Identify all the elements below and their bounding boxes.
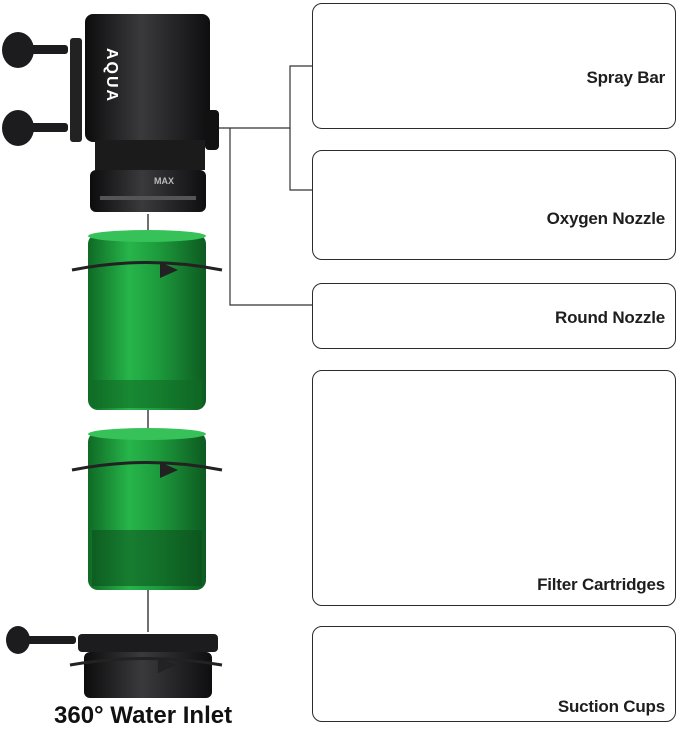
panel-label-spray-bar: Spray Bar [586,68,665,87]
cartridge-middle [71,428,223,590]
panel-label-filter-cartridges: Filter Cartridges [537,575,665,594]
cartridge-top [71,230,223,410]
panel-round-nozzle: Round Nozzle [312,283,676,349]
pump-suction-cups [2,32,68,146]
panel-oxygen-nozzle: Oxygen Nozzle [312,150,676,260]
water-inlet-caption: 360° Water Inlet [54,702,233,729]
panel-label-oxygen-nozzle: Oxygen Nozzle [546,209,666,228]
pump-max-marking: MAX [154,176,174,186]
panel-label-round-nozzle: Round Nozzle [555,308,665,327]
panel-label-suction-cups: Suction Cups [557,697,665,716]
brand-logo: AQUA [103,48,120,104]
pump-head [70,14,219,212]
panel-filter-cartridges: Filter Cartridges [312,370,676,606]
water-inlet-base [6,626,223,698]
panel-suction-cups: Suction Cups [312,626,676,722]
panel-spray-bar: Spray Bar [312,3,676,129]
